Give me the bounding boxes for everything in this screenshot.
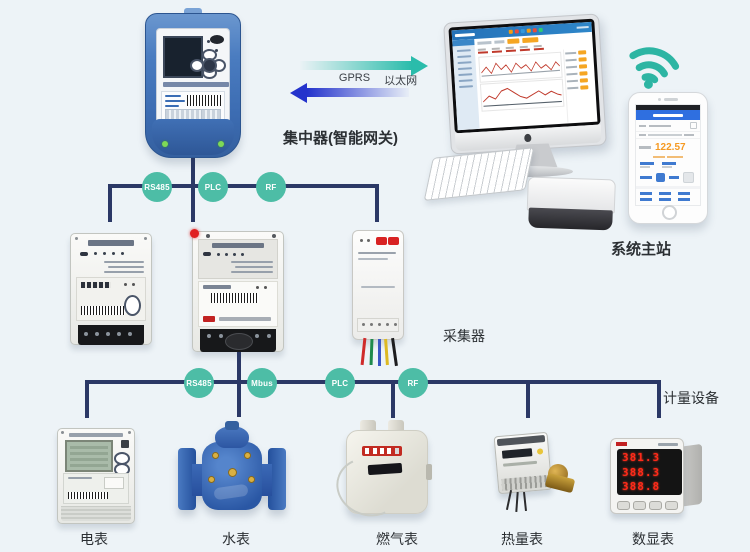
bus-lower-vline-gas: [391, 380, 395, 418]
bus-node-mbus-lower: Mbus: [247, 368, 277, 398]
phone-device: 122.57: [628, 92, 708, 224]
collector-button-red: [376, 237, 387, 245]
display-reading-1: 381.3: [622, 450, 661, 464]
bus-node-rs485-lower: RS485: [184, 368, 214, 398]
wire-blue: [378, 339, 381, 366]
brand-strip: [163, 82, 229, 87]
heat-meter: [486, 430, 576, 518]
bus-node-plc-lower: PLC: [325, 368, 355, 398]
bus-upper-vline-left: [108, 184, 112, 222]
meter-lcd: [65, 440, 113, 472]
bus-node-rf-lower: RF: [398, 368, 428, 398]
uplink-arrow-right-head: [411, 56, 428, 76]
bus-upper-vline-center: [191, 157, 195, 222]
concentrator-top-tab: [184, 8, 202, 15]
heat-meter-display: [501, 448, 533, 459]
ethernet-label: 以太网: [384, 75, 418, 87]
downlink-arrow-left: [307, 88, 409, 97]
concentrator-label: 集中器(智能网关): [283, 130, 398, 147]
concentrator-device: [143, 8, 243, 160]
bus-lower-vline-display: [657, 380, 661, 418]
gprs-label: GPRS: [338, 72, 371, 84]
bus-upper-hline: [108, 184, 379, 188]
seven-segment-display: 381.3 388.3 388.8: [617, 449, 682, 495]
wire-yellow: [384, 338, 389, 366]
wire-green: [369, 338, 374, 366]
concentrator-body: [145, 13, 241, 158]
dashboard-right-list: [562, 47, 597, 123]
gas-meter: [328, 420, 432, 525]
meter-label-heat: 热量表: [501, 531, 543, 547]
display-reading-2: 388.3: [622, 465, 661, 479]
phone-screen: 122.57: [635, 104, 701, 206]
indicator-dot: [207, 40, 210, 43]
line-chart-2: [479, 78, 565, 112]
electric-meter: [57, 428, 135, 524]
bus-lower-hline: [85, 380, 661, 384]
keyboard: [423, 147, 535, 201]
bus-node-plc-upper: PLC: [198, 172, 228, 202]
dashboard-logo: [454, 32, 475, 37]
imac-monitor: [443, 13, 607, 155]
metering-group-label: 计量设备: [663, 390, 719, 406]
collector-device: [352, 230, 404, 367]
master-station-label: 系统主站: [611, 241, 672, 258]
bus-node-rs485-upper: RS485: [142, 172, 172, 202]
submeter-2: [190, 229, 284, 352]
phone-app-header: [636, 110, 700, 120]
wire-black: [391, 337, 398, 367]
dashboard-screen: [451, 21, 598, 131]
gas-counter: [362, 446, 402, 456]
meter-label-water: 水表: [222, 531, 250, 547]
bus-lower-vline-heat: [526, 380, 530, 418]
apple-logo-icon: [524, 133, 532, 143]
submeter-1: [70, 233, 152, 345]
collector-label: 采集器: [443, 328, 485, 344]
imac-bezel: [448, 18, 601, 134]
bus-lower-vline-center: [237, 350, 241, 417]
display-reading-3: 388.8: [622, 480, 661, 494]
bus-node-rf-upper: RF: [256, 172, 286, 202]
digital-display-meter: 381.3 388.3 388.8: [610, 438, 706, 514]
barcode: [187, 95, 221, 106]
keypad-dpad: [190, 49, 226, 79]
bus-upper-vline-right: [375, 184, 379, 222]
router-box: [526, 176, 616, 231]
dashboard-main: [474, 32, 597, 129]
uplink-arrow-right: [300, 61, 412, 70]
collector-button-red: [388, 237, 399, 245]
downlink-arrow-left-head: [290, 83, 307, 103]
meter-label-display: 数显表: [632, 531, 674, 547]
indicator-dot: [215, 49, 218, 52]
meter-label-gas: 燃气表: [376, 531, 418, 547]
phone-home-button: [662, 205, 677, 220]
wire-red: [360, 337, 367, 366]
red-led-indicator: [190, 229, 199, 238]
meter-label-electric: 电表: [80, 531, 108, 547]
ir-port: [210, 35, 224, 44]
water-meter: [178, 421, 286, 522]
bus-lower-vline-electric: [85, 380, 89, 418]
phone-speaker: [664, 98, 678, 101]
line-chart-1: [478, 51, 563, 83]
concentrator-bottom-cover: [152, 119, 234, 155]
wifi-icon: [616, 26, 692, 98]
uplink-protocol-labels: GPRS 以太网: [318, 72, 438, 88]
concentrator-face-panel: [156, 28, 230, 128]
phone-reading-value: 122.57: [655, 142, 686, 153]
